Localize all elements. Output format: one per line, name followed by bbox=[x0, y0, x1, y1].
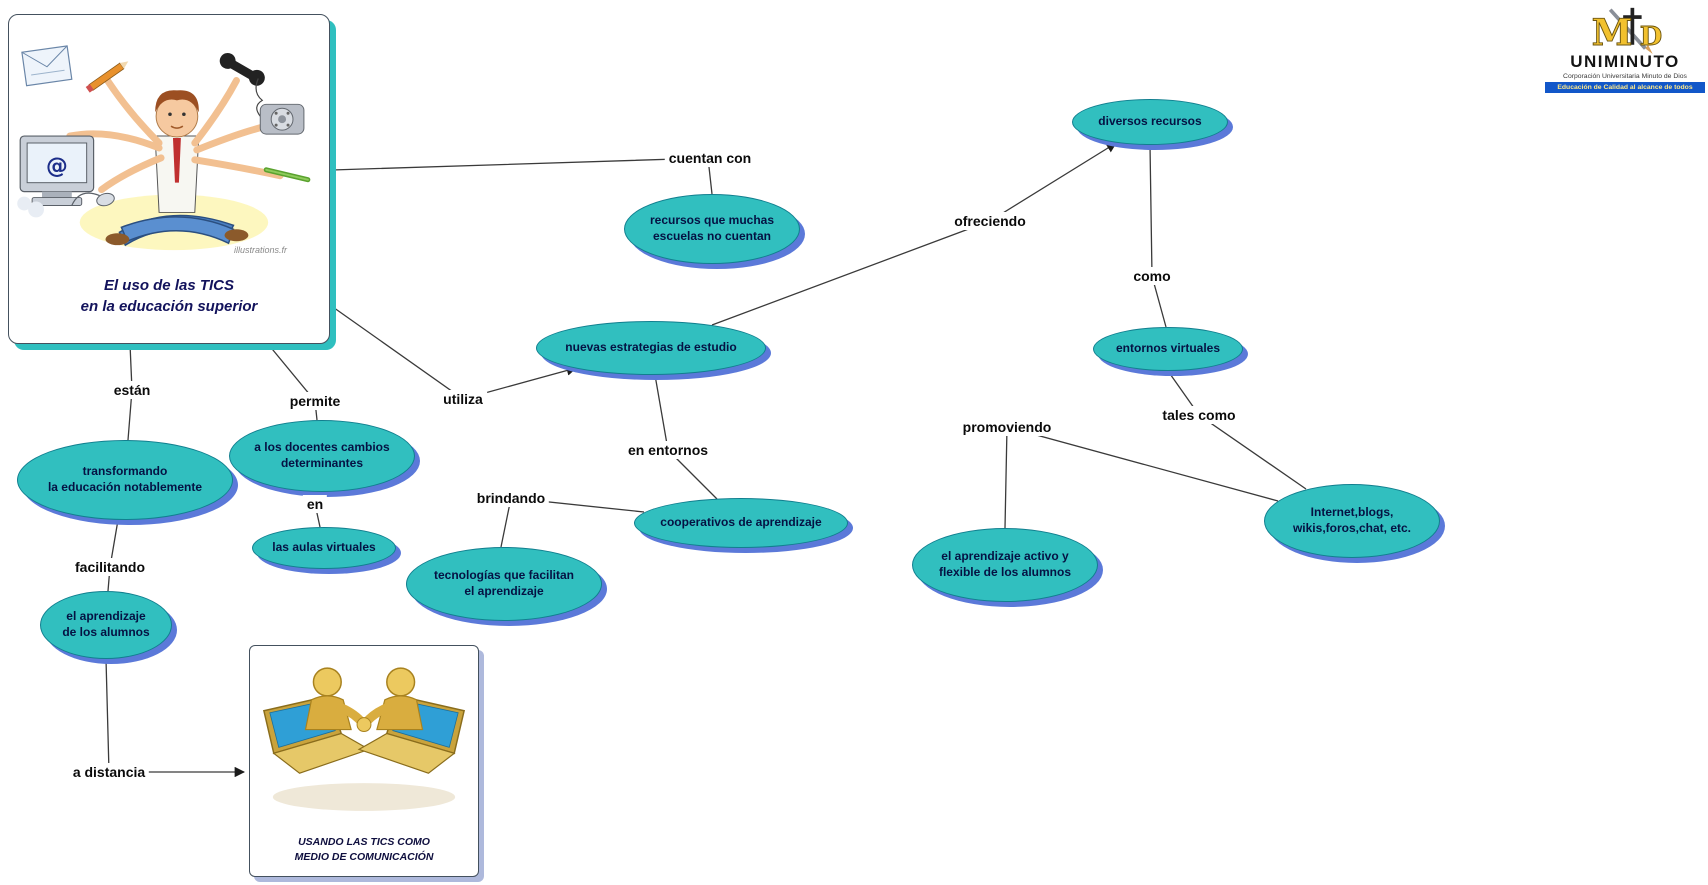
image-node-usando-tics[interactable]: USANDO LAS TICS COMO MEDIO DE COMUNICACI… bbox=[249, 645, 479, 877]
link-label-brindando[interactable]: brindando bbox=[472, 489, 550, 507]
link-label-permite[interactable]: permite bbox=[285, 392, 345, 410]
svg-text:@: @ bbox=[46, 154, 68, 179]
logo-tagline-bar: Educación de Calidad al alcance de todos bbox=[1545, 82, 1705, 93]
uniminuto-logo: M D UNIMINUTO Corporación Universitaria … bbox=[1545, 6, 1705, 93]
concept-node-aprendizaje-alumnos[interactable]: el aprendizaje de los alumnos bbox=[40, 591, 172, 659]
link-label-estan[interactable]: están bbox=[109, 381, 155, 399]
concept-node-docentes-cambios[interactable]: a los docentes cambios determinantes bbox=[229, 420, 415, 492]
caption-line-2: en la educación superior bbox=[80, 298, 258, 315]
svg-text:D: D bbox=[1640, 22, 1662, 52]
link-line-como bbox=[1149, 144, 1167, 328]
link-line-cuentan-con bbox=[331, 157, 713, 195]
link-line-a-distancia bbox=[105, 658, 246, 778]
link-label-a-distancia[interactable]: a distancia bbox=[68, 763, 150, 781]
logo-tagline: Educación de Calidad al alcance de todos bbox=[1557, 84, 1693, 91]
svg-text:M: M bbox=[1592, 10, 1633, 54]
link-label-promoviendo[interactable]: promoviendo bbox=[958, 418, 1056, 436]
tics-superior-caption: El uso de las TICS en la educación super… bbox=[9, 275, 329, 317]
concept-node-aprendizaje-activo[interactable]: el aprendizaje activo y flexible de los … bbox=[912, 528, 1098, 602]
illustration-credit: illustrations.fr bbox=[233, 245, 287, 255]
concept-node-internet-blogs[interactable]: Internet,blogs, wikis,foros,chat, etc. bbox=[1264, 484, 1440, 558]
link-label-como[interactable]: como bbox=[1129, 267, 1175, 285]
logo-name: UNIMINUTO bbox=[1570, 52, 1680, 71]
caption-line-1: USANDO LAS TICS COMO bbox=[298, 835, 430, 848]
link-label-en-entornos[interactable]: en entornos bbox=[623, 441, 713, 459]
link-line-en-entornos bbox=[654, 374, 718, 500]
link-label-cuentan-con[interactable]: cuentan con bbox=[664, 149, 756, 167]
concept-node-aulas-virtuales[interactable]: las aulas virtuales bbox=[252, 527, 396, 569]
uniminuto-logo-mark: M D bbox=[1591, 7, 1663, 54]
link-line-facilitando bbox=[107, 519, 119, 592]
concept-node-diversos-recursos[interactable]: diversos recursos bbox=[1072, 99, 1228, 145]
concept-node-tecnologias[interactable]: tecnologías que facilitan el aprendizaje bbox=[406, 547, 602, 621]
link-line-tales-como bbox=[1167, 370, 1307, 490]
concept-node-nuevas-estrategias[interactable]: nuevas estrategias de estudio bbox=[536, 321, 766, 375]
image-node-tics-superior[interactable]: @ illustrations.fr El uso de las TICS en… bbox=[8, 14, 330, 344]
handshake-illustration bbox=[262, 667, 466, 811]
concept-node-transformando[interactable]: transformando la educación notablemente bbox=[17, 440, 233, 520]
concept-node-entornos-virtuales[interactable]: entornos virtuales bbox=[1093, 327, 1243, 371]
concept-node-cooperativos[interactable]: cooperativos de aprendizaje bbox=[634, 498, 848, 548]
link-label-utiliza[interactable]: utiliza bbox=[439, 390, 487, 408]
multitasking-illustration: @ bbox=[17, 45, 311, 251]
usando-tics-caption: USANDO LAS TICS COMO MEDIO DE COMUNICACI… bbox=[250, 835, 478, 867]
caption-line-1: El uso de las TICS bbox=[103, 277, 235, 294]
link-label-facilitando[interactable]: facilitando bbox=[70, 558, 150, 576]
caption-line-2: MEDIO DE COMUNICACIÓN bbox=[294, 851, 434, 864]
link-label-ofreciendo[interactable]: ofreciendo bbox=[950, 212, 1030, 230]
concept-node-recursos-escuelas[interactable]: recursos que muchas escuelas no cuentan bbox=[624, 194, 800, 264]
link-label-en[interactable]: en bbox=[302, 495, 328, 513]
link-label-tales-como[interactable]: tales como bbox=[1158, 406, 1240, 424]
link-line-promoviendo bbox=[1004, 426, 1279, 529]
logo-subtitle: Corporación Universitaria Minuto de Dios bbox=[1563, 73, 1687, 80]
